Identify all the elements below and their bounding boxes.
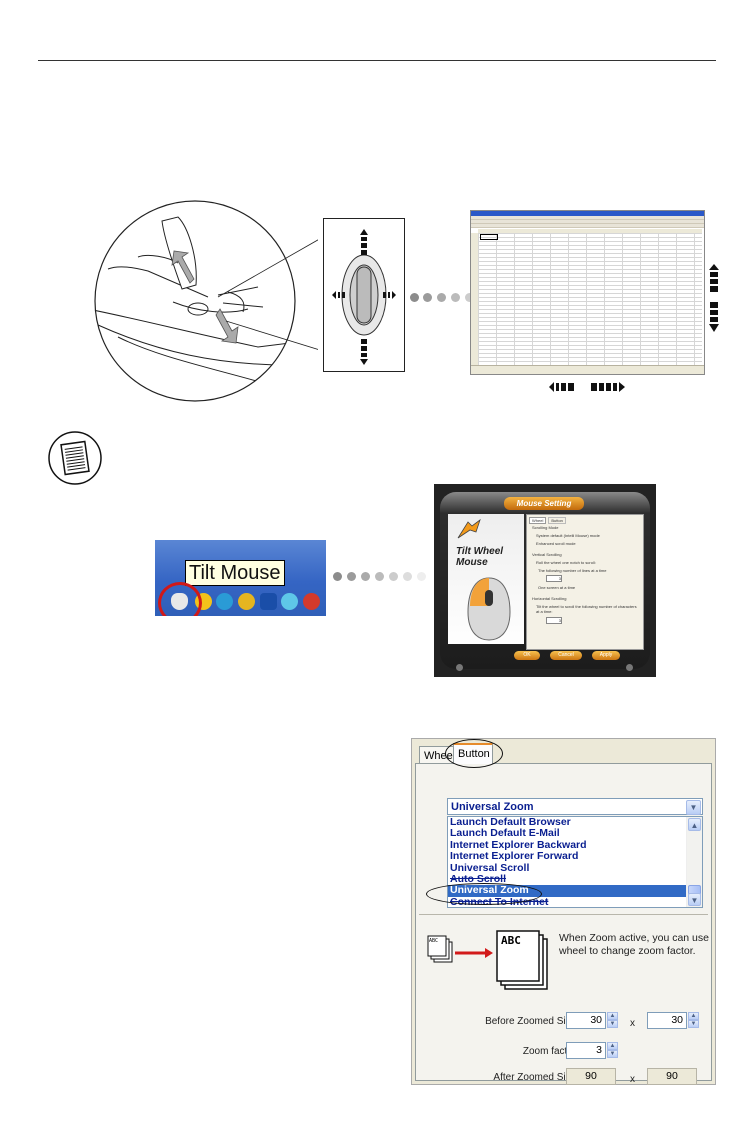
connector-dot bbox=[437, 293, 446, 302]
list-item[interactable]: Internet Explorer Forward bbox=[450, 850, 579, 863]
list-item[interactable]: Auto Scroll bbox=[450, 872, 507, 885]
tray-tooltip: Tilt Mouse bbox=[185, 560, 285, 586]
list-item[interactable]: Launch Default Browser bbox=[450, 816, 571, 828]
before-zoomed-label: Before Zoomed Size: bbox=[485, 1016, 579, 1027]
connector-dot bbox=[333, 572, 342, 581]
zoom-factor-label: Zoom factor: bbox=[522, 1046, 579, 1057]
ok-button[interactable]: OK bbox=[514, 651, 540, 660]
before-height-stepper[interactable]: ▲▼ bbox=[688, 1012, 699, 1029]
before-width-input[interactable]: 30 bbox=[566, 1012, 606, 1029]
lines-at-a-time-radio[interactable]: The following number of lines at a time bbox=[538, 568, 607, 573]
system-tray-screenshot: Tilt Mouse bbox=[155, 540, 326, 616]
divider bbox=[419, 914, 708, 915]
vertical-scrolling-label: Vertical Scrolling bbox=[532, 552, 562, 557]
dialog-title: Mouse Setting bbox=[504, 497, 584, 510]
connector-dot bbox=[410, 293, 419, 302]
after-width-value: 90 bbox=[566, 1068, 616, 1085]
large-doc-label: ABC bbox=[501, 934, 521, 947]
chevron-up-icon[interactable]: ▲ bbox=[688, 818, 701, 831]
after-height-value: 90 bbox=[647, 1068, 697, 1085]
list-item[interactable]: Internet Explorer Backward bbox=[450, 838, 587, 851]
before-height-input[interactable]: 30 bbox=[647, 1012, 687, 1029]
small-doc-label: ABC bbox=[429, 938, 439, 944]
cancel-button[interactable]: Cancel bbox=[550, 651, 582, 660]
network-icon[interactable] bbox=[281, 593, 298, 610]
vertical-lines-input[interactable]: 3 bbox=[546, 575, 562, 582]
zoom-factor-input[interactable]: 3 bbox=[566, 1042, 606, 1059]
connector-dot bbox=[361, 572, 370, 581]
apply-button[interactable]: Apply bbox=[592, 651, 620, 660]
system-default-radio[interactable]: System default (Intelli Mouse) mode bbox=[536, 533, 600, 538]
connector-dot bbox=[451, 293, 460, 302]
connector-dot bbox=[389, 572, 398, 581]
vertical-scroll-text: Roll the wheel one notch to scroll: bbox=[536, 560, 596, 565]
wheel-tilt-diagram bbox=[323, 218, 405, 372]
zoom-illustration bbox=[427, 930, 548, 990]
wheel-settings-panel: Wheel Button Scrolling Mode System defau… bbox=[526, 514, 644, 650]
screw-icon bbox=[456, 664, 463, 671]
times-sign: x bbox=[630, 1018, 635, 1029]
button-settings-dialog: Wheel Button Universal Zoom ▼ Launch Def… bbox=[411, 738, 716, 1085]
tray-icon[interactable] bbox=[238, 593, 255, 610]
scrolling-mode-label: Scrolling Mode bbox=[532, 525, 559, 530]
horizontal-chars-input[interactable]: 3 bbox=[546, 617, 562, 624]
mouse-closeup-illustration bbox=[94, 200, 318, 402]
one-screen-radio[interactable]: One screen at a time bbox=[538, 585, 576, 590]
zoom-description: When Zoom active, you can use wheel to c… bbox=[559, 932, 709, 957]
header-rule bbox=[38, 60, 716, 61]
note-icon bbox=[48, 431, 102, 485]
highlight-ellipse bbox=[426, 883, 542, 905]
tray-icon[interactable] bbox=[216, 593, 233, 610]
horizontal-scrolling-label: Horizontal Scrolling bbox=[532, 596, 567, 601]
connector-dot bbox=[347, 572, 356, 581]
mouse-setting-dialog: Mouse Setting Tilt Wheel Mouse Wheel But… bbox=[434, 484, 656, 677]
function-combobox[interactable]: Universal Zoom ▼ bbox=[447, 798, 703, 815]
brand-line-2: Mouse bbox=[456, 557, 488, 568]
screw-icon bbox=[626, 664, 633, 671]
bluetooth-icon[interactable] bbox=[260, 593, 277, 610]
combo-value: Universal Zoom bbox=[451, 801, 534, 813]
zoom-factor-stepper[interactable]: ▲▼ bbox=[607, 1042, 618, 1059]
tab-wheel[interactable]: Wheel bbox=[529, 517, 547, 524]
tab-button[interactable]: Button bbox=[548, 517, 566, 524]
connector-dot bbox=[465, 293, 474, 302]
before-width-stepper[interactable]: ▲▼ bbox=[607, 1012, 618, 1029]
mouse-image bbox=[467, 577, 511, 641]
tab-panel: Universal Zoom ▼ Launch Default Browser … bbox=[415, 763, 712, 1085]
horizontal-scroll-text: Tilt the wheel to scroll the following n… bbox=[536, 604, 637, 614]
connector-dot bbox=[375, 572, 384, 581]
connector-dot bbox=[423, 293, 432, 302]
times-sign: x bbox=[630, 1074, 635, 1085]
chevron-down-icon[interactable]: ▼ bbox=[688, 893, 701, 906]
highlight-circle bbox=[158, 582, 202, 616]
logo-icon bbox=[457, 518, 481, 539]
spreadsheet-screenshot bbox=[470, 210, 705, 375]
connector-dot bbox=[403, 572, 412, 581]
enhanced-mode-radio[interactable]: Enhanced scroll mode bbox=[536, 541, 576, 546]
tray-icon[interactable] bbox=[303, 593, 320, 610]
list-item[interactable]: Launch Default E-Mail bbox=[450, 827, 560, 840]
brand-line-1: Tilt Wheel bbox=[456, 546, 504, 557]
chevron-down-icon[interactable]: ▼ bbox=[686, 800, 701, 815]
after-zoomed-label: After Zoomed Size: bbox=[493, 1072, 579, 1083]
brand-title: Tilt Wheel Mouse bbox=[456, 546, 503, 568]
highlight-ellipse bbox=[445, 739, 503, 768]
listbox-scrollbar[interactable]: ▲ ▼ bbox=[686, 817, 702, 907]
horizontal-scroll-arrows-icon bbox=[549, 382, 625, 392]
vertical-scroll-arrows-icon bbox=[709, 264, 719, 332]
connector-dot bbox=[417, 572, 426, 581]
list-item[interactable]: Universal Scroll bbox=[450, 861, 530, 874]
